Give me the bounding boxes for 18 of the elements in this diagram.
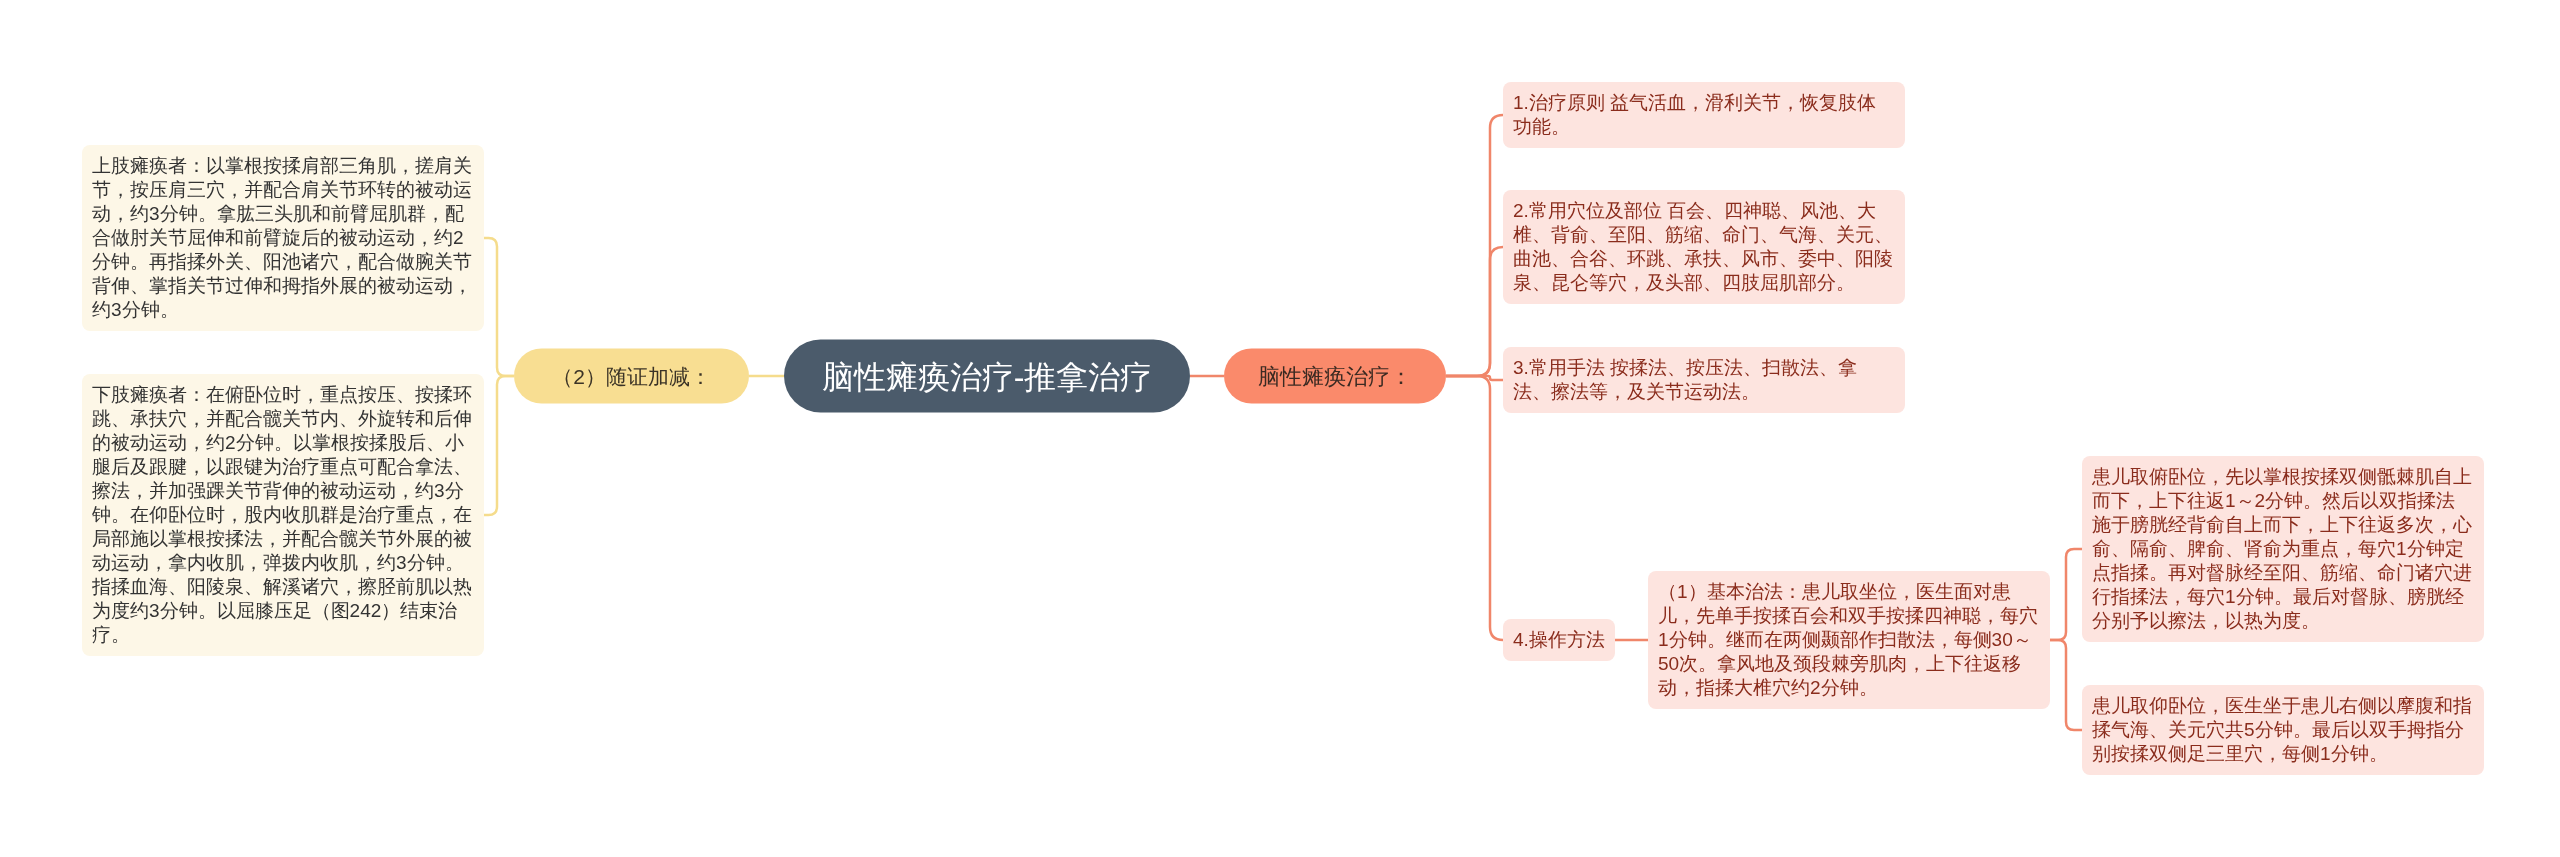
connector-line xyxy=(1446,374,1505,642)
connector-line xyxy=(1614,638,1648,642)
note-card: 2.常用穴位及部位 百会、四神聪、风池、大椎、背俞、至阳、筋缩、命门、气海、关元、曲池、合谷、环跳、承扶、风市、委中、阳陵泉、昆仑等穴，及头部、四肢屈肌部分。 xyxy=(1503,190,1905,304)
connector-line xyxy=(1190,374,1224,378)
note-card: 上肢瘫痪者：以掌根按揉肩部三角肌，搓肩关节，按压肩三穴，并配合肩关节环转的被动运动，约3分钟。拿肱三头肌和前臂屈肌群，配合做肘关节屈伸和前臂旋后的被动运动，约2分钟。再指揉外关、阳池诸穴，配合做腕关节背伸、掌指关节过伸和拇指外展的被动运动，约3分钟。 xyxy=(82,145,484,331)
note-card: 4.操作方法 xyxy=(1503,619,1615,661)
branch-topic-pill: （2）随证加减： xyxy=(514,348,749,404)
connector-line xyxy=(484,374,514,517)
note-card: 下肢瘫痪者：在俯卧位时，重点按压、按揉环跳、承扶穴，并配合髋关节内、外旋转和后伸的被动运动，约2分钟。以掌根按揉股后、小腿后及跟腱，以跟键为治疗重点可配合拿法、擦法，并加强踝关节背伸的被动运动，约3分钟。在仰卧位时，股内收肌群是治疗重点，在局部施以掌根按揉法，并配合髋关节外展的被动运动，拿内收肌，弹拨内收肌，约3分钟。指揉血海、阳陵泉、解溪诸穴，擦胫前肌以热为度约3分钟。以屈膝压足（图242）结束治疗。 xyxy=(82,374,484,656)
note-card: 1.治疗原则 益气活血，滑利关节，恢复肢体功能。 xyxy=(1503,82,1905,148)
note-card: 患儿取仰卧位，医生坐于患儿右侧以摩腹和指揉气海、关元穴共5分钟。最后以双手拇指分别按揉双侧足三里穴，每侧1分钟。 xyxy=(2082,685,2484,775)
root-topic-pill: 脑性瘫痪治疗-推拿治疗 xyxy=(784,339,1190,413)
note-card: 患儿取俯卧位，先以掌根按揉双侧骶棘肌自上而下，上下往返1～2分钟。然后以双指揉法施于膀胱经背俞自上而下，上下往返多次，心俞、隔俞、脾俞、肾俞为重点，每穴1分钟定点指揉。再对督脉经至阳、筋缩、命门诸穴进行指揉法，每穴1分钟。最后对督脉、膀胱经分别予以擦法，以热为度。 xyxy=(2082,456,2484,642)
connector-line xyxy=(2050,638,2082,732)
branch-topic-pill: 脑性瘫痪治疗： xyxy=(1224,348,1446,404)
note-card: （1）基本治法：患儿取坐位，医生面对患儿，先单手按揉百会和双手按揉四神聪，每穴1分钟。继而在两侧颞部作扫散法，每侧30～50次。拿风地及颈段棘旁肌肉，上下往返移动，指揉大椎穴约2分钟。 xyxy=(1648,571,2050,709)
connector-line xyxy=(749,374,784,378)
note-card: 3.常用手法 按揉法、按压法、扫散法、拿法、擦法等，及关节运动法。 xyxy=(1503,347,1905,413)
